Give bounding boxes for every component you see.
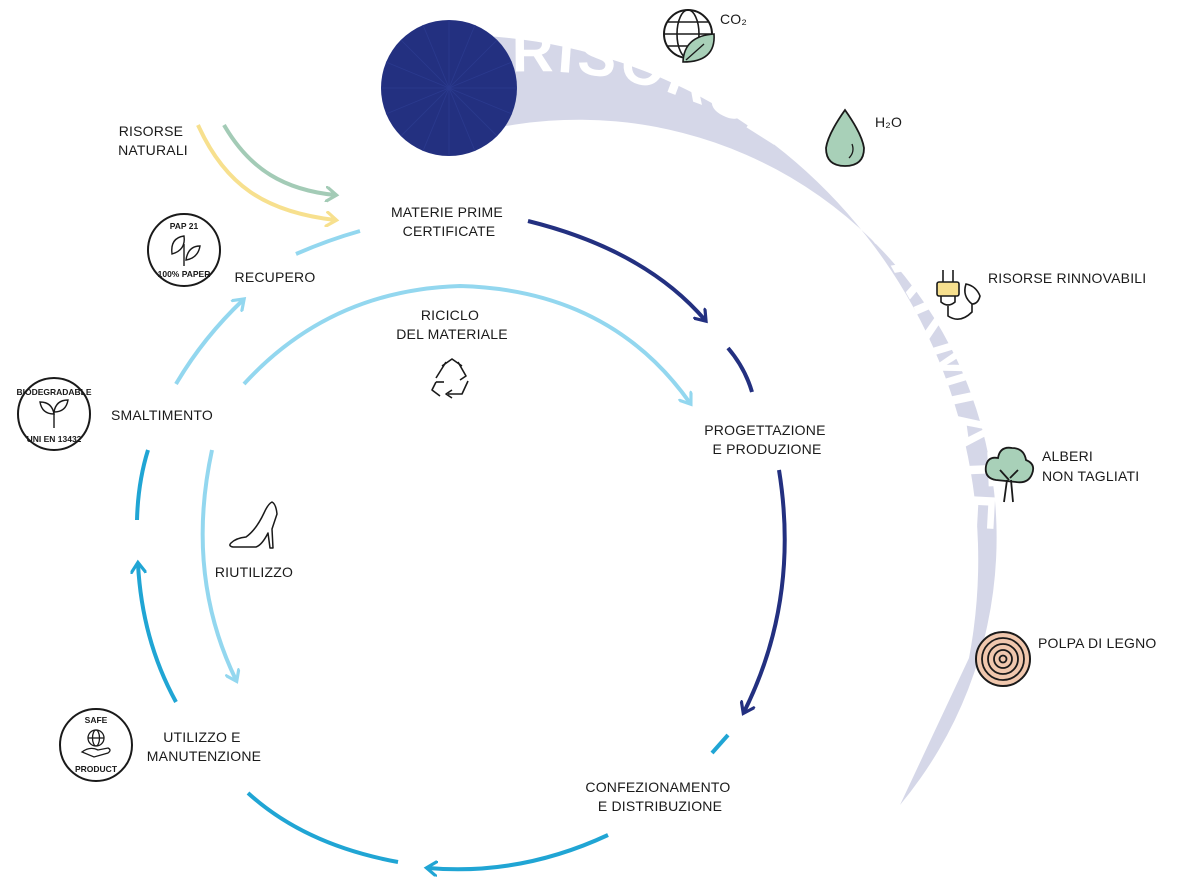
label-risorse-naturali: RISORSE NATURALI	[118, 123, 188, 158]
sprout-icon	[39, 399, 69, 428]
navy-segment-short	[726, 346, 754, 393]
svg-text:100% PAPER: 100% PAPER	[158, 269, 211, 279]
high-heel-shoe-icon	[229, 501, 278, 549]
label-smaltimento: SMALTIMENTO	[111, 407, 213, 423]
label-polpa-di-legno: POLPA DI LEGNO	[1038, 635, 1156, 651]
label-co2: CO₂	[720, 11, 747, 27]
svg-text:PRODUCT: PRODUCT	[75, 764, 118, 774]
biodegradable-badge: BIODEGRADABLE UNI EN 13432	[16, 377, 92, 451]
recycle-icon	[431, 358, 469, 399]
start-disc	[381, 20, 517, 156]
green-input-arrow	[222, 123, 335, 195]
wood-rings-icon	[975, 631, 1031, 687]
pap-21-badge: PAP 21 100% PAPER	[147, 213, 221, 287]
arrow-to-progettazione	[527, 219, 705, 320]
globe-leaf-icon	[663, 9, 715, 63]
teal-segment-left	[135, 449, 150, 521]
plug-leaf-icon	[936, 270, 981, 320]
arrow-to-recupero	[174, 300, 243, 386]
svg-text:PAP 21: PAP 21	[170, 221, 199, 231]
label-utilizzo: UTILIZZO E MANUTENZIONE	[147, 729, 261, 764]
svg-text:SAFE: SAFE	[85, 715, 108, 725]
teal-segment-short	[710, 733, 730, 755]
svg-text:UNI EN 13432: UNI EN 13432	[27, 434, 82, 444]
arrow-to-riutilizzo	[200, 449, 236, 680]
label-recupero: RECUPERO	[235, 269, 316, 285]
yellow-input-arrow	[196, 124, 335, 220]
teal-arc-bottom-left	[246, 791, 399, 864]
label-riutilizzo: RIUTILIZZO	[215, 564, 293, 580]
label-h2o: H₂O	[875, 114, 902, 130]
safe-product-badge: SAFE PRODUCT	[59, 708, 133, 782]
tree-icon	[984, 446, 1035, 503]
leaf-pair-icon	[171, 235, 201, 266]
arrow-to-confezionamento	[744, 469, 787, 712]
arrow-riciclo	[242, 283, 690, 403]
arrow-to-smaltimento	[138, 564, 178, 703]
arrow-to-utilizzo	[428, 833, 609, 869]
label-materie-prime: MATERIE PRIME CERTIFICATE	[391, 204, 507, 239]
svg-text:BIODEGRADABLE: BIODEGRADABLE	[16, 387, 91, 397]
light-segment-top	[295, 229, 361, 256]
label-alberi: ALBERI NON TAGLIATI	[1042, 448, 1139, 484]
saved-resources-band	[450, 34, 997, 806]
label-progettazione: PROGETTAZIONE E PRODUZIONE	[704, 422, 829, 457]
hand-globe-icon	[80, 729, 111, 758]
water-drop-icon	[825, 108, 865, 167]
label-risorse-rinnovabili: RISORSE RINNOVABILI	[988, 270, 1146, 286]
label-riciclo: RICICLO DEL MATERIALE	[396, 307, 508, 342]
label-confezionamento: CONFEZIONAMENTO E DISTRIBUZIONE	[585, 779, 734, 814]
